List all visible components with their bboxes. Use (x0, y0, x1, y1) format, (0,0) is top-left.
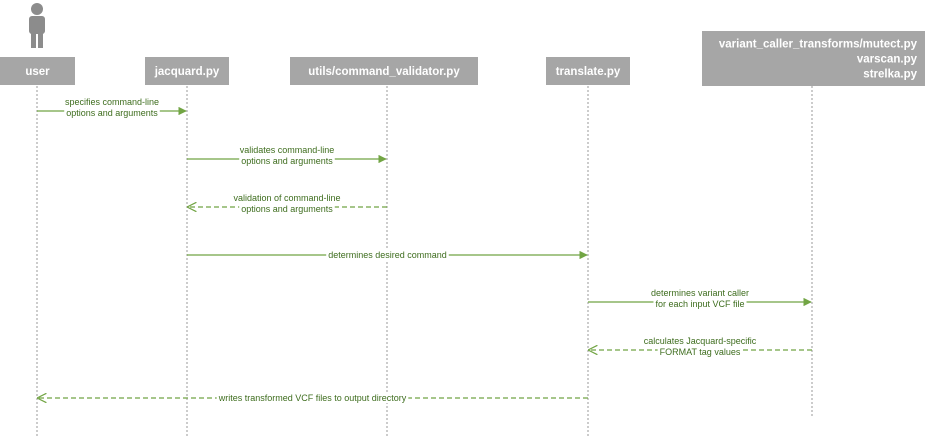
participant-box-user (0, 57, 75, 85)
participant-label-user: user (25, 66, 50, 78)
message-label-1: specifies command-line (65, 97, 159, 107)
message-label-background (653, 299, 747, 309)
message-label-background (216, 393, 409, 403)
message-label-background (657, 347, 743, 357)
participant-label-translate: translate.py (556, 66, 621, 78)
message-label-background (64, 108, 160, 118)
message-label-6: calculates Jacquard-specific (644, 336, 757, 346)
message-label-2: validates command-line (240, 145, 335, 155)
message-label-4: determines desired command (328, 250, 447, 260)
message-label-7: writes transformed VCF files to output d… (218, 393, 407, 403)
participant-label-validator: utils/command_validator.py (308, 66, 460, 78)
participant-box-transforms (702, 31, 925, 86)
user-actor-icon (29, 3, 45, 48)
message-label-3: validation of command-line (233, 193, 340, 203)
message-label-background (239, 156, 335, 166)
participant-label-transforms: strelka.py (863, 69, 917, 81)
message-label-5: determines variant caller (651, 288, 749, 298)
participant-box-jacquard (145, 57, 229, 85)
participant-label-jacquard: jacquard.py (154, 66, 220, 78)
message-label-5: for each input VCF file (655, 299, 744, 309)
participant-label-transforms: varscan.py (857, 54, 918, 66)
message-label-2: options and arguments (241, 156, 333, 166)
message-label-3: options and arguments (241, 204, 333, 214)
participant-box-validator (290, 57, 478, 85)
message-label-6: FORMAT tag values (660, 347, 741, 357)
message-label-1: options and arguments (66, 108, 158, 118)
participant-box-translate (546, 57, 630, 85)
message-label-background (239, 204, 335, 214)
participant-label-transforms: variant_caller_transforms/mutect.py (719, 39, 918, 51)
message-label-background (326, 250, 449, 260)
